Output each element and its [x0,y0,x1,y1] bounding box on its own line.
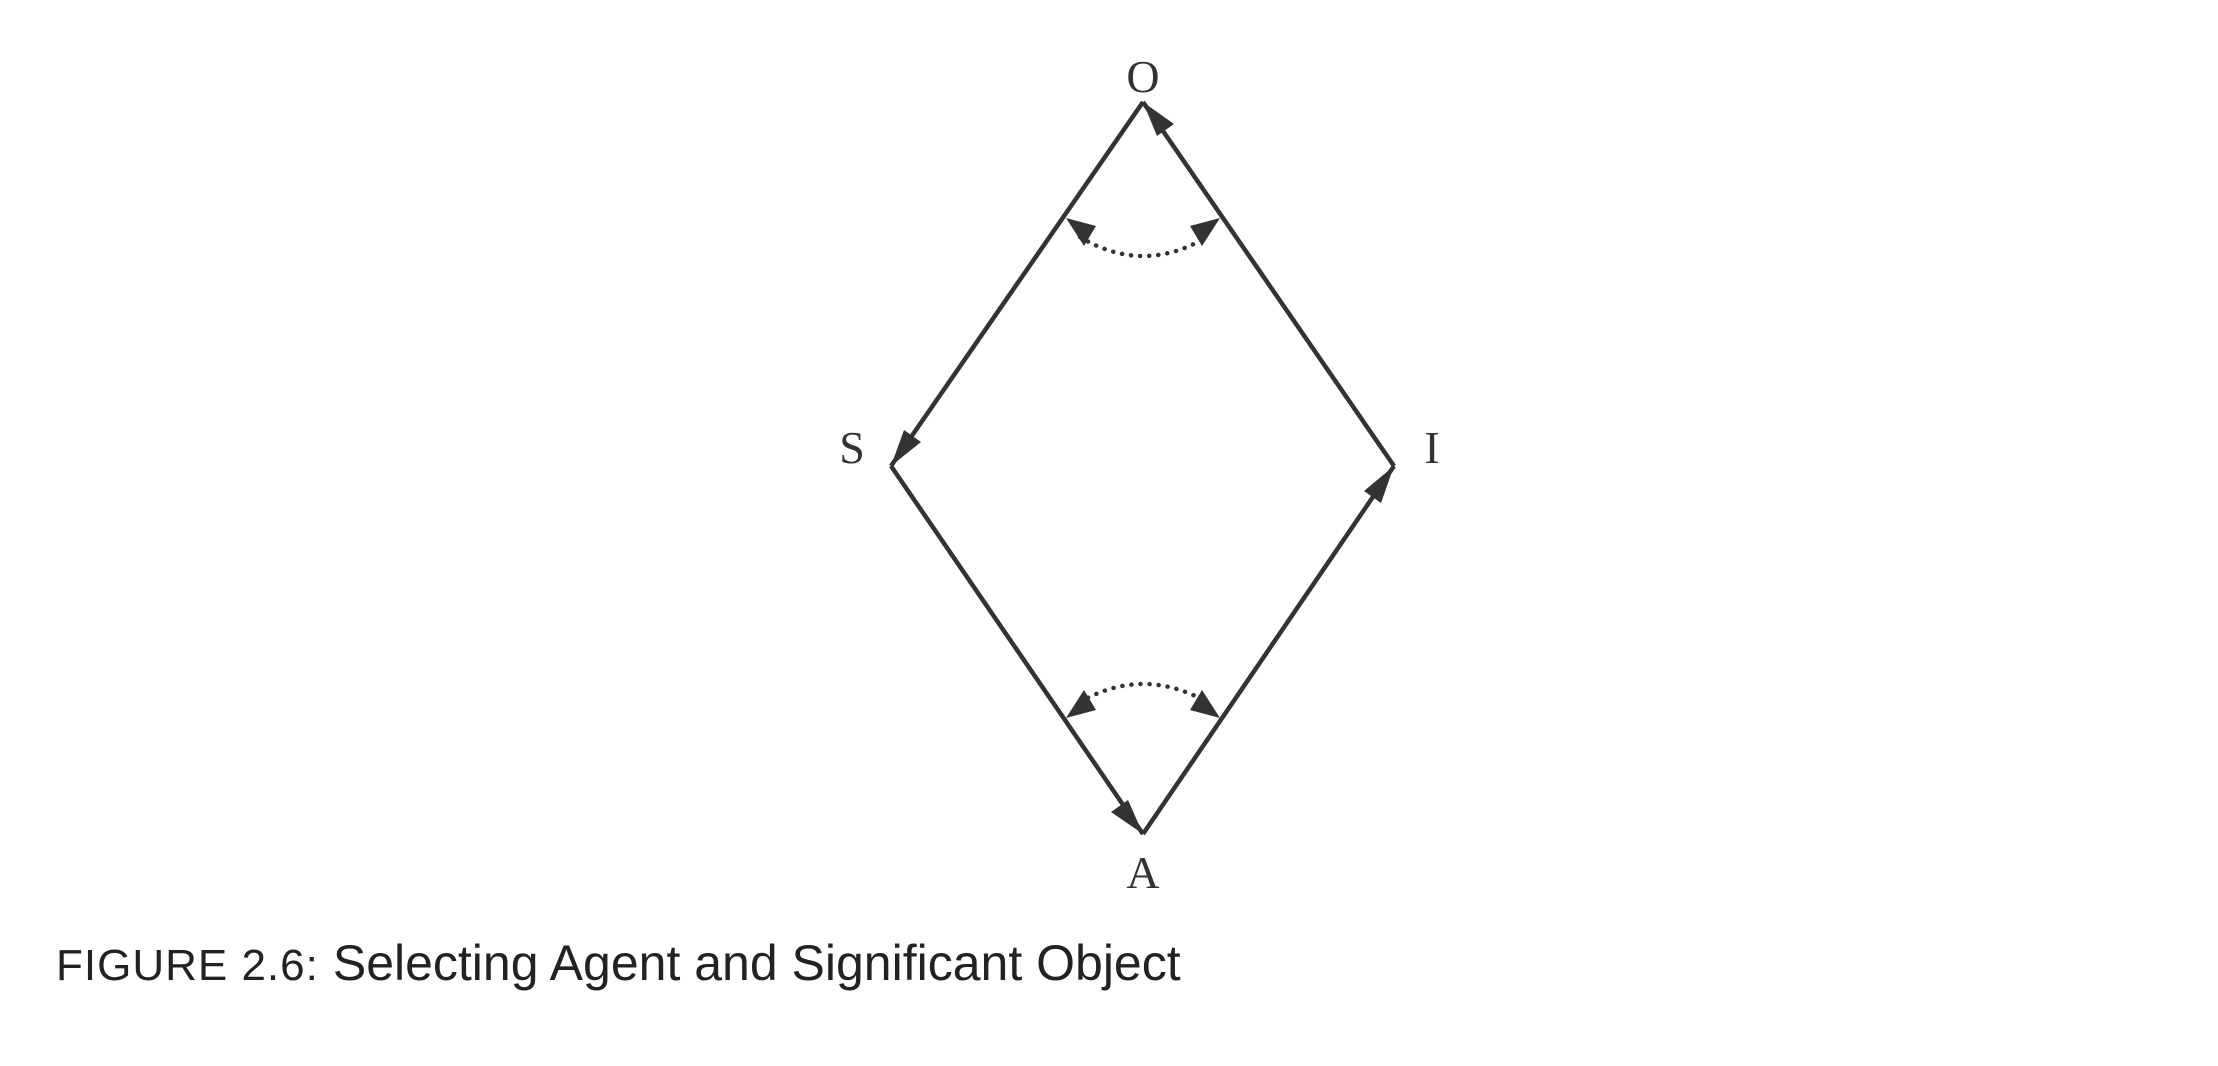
angle-arc-o-right-arrow [1190,218,1220,246]
node-label-i: I [1424,422,1439,473]
figure-caption: FIGURE 2.6: Selecting Agent and Significa… [56,934,1181,992]
angle-arc-o-left-arrow [1066,218,1096,246]
node-label-s: S [839,422,865,473]
edge-a-to-i [1141,464,1396,836]
figure-number: FIGURE 2.6: [56,941,319,990]
edge-o-to-s [889,100,1145,468]
arrowhead-at-o [1143,102,1174,136]
arrowhead-at-s [891,430,921,466]
arrowhead-at-a [1111,800,1143,834]
node-label-o: O [1126,51,1159,102]
figure-title: Selecting Agent and Significant Object [332,935,1181,991]
arrowhead-at-i [1364,466,1394,503]
angle-arc-a-right-arrow [1190,690,1220,718]
angle-arc-a-left-arrow [1066,690,1096,718]
angle-arc-at-o [1077,234,1210,259]
node-label-a: A [1126,847,1159,898]
edge-i-to-o [1141,100,1396,468]
angle-arc-at-a [1077,681,1210,705]
edge-s-to-a [889,464,1145,836]
